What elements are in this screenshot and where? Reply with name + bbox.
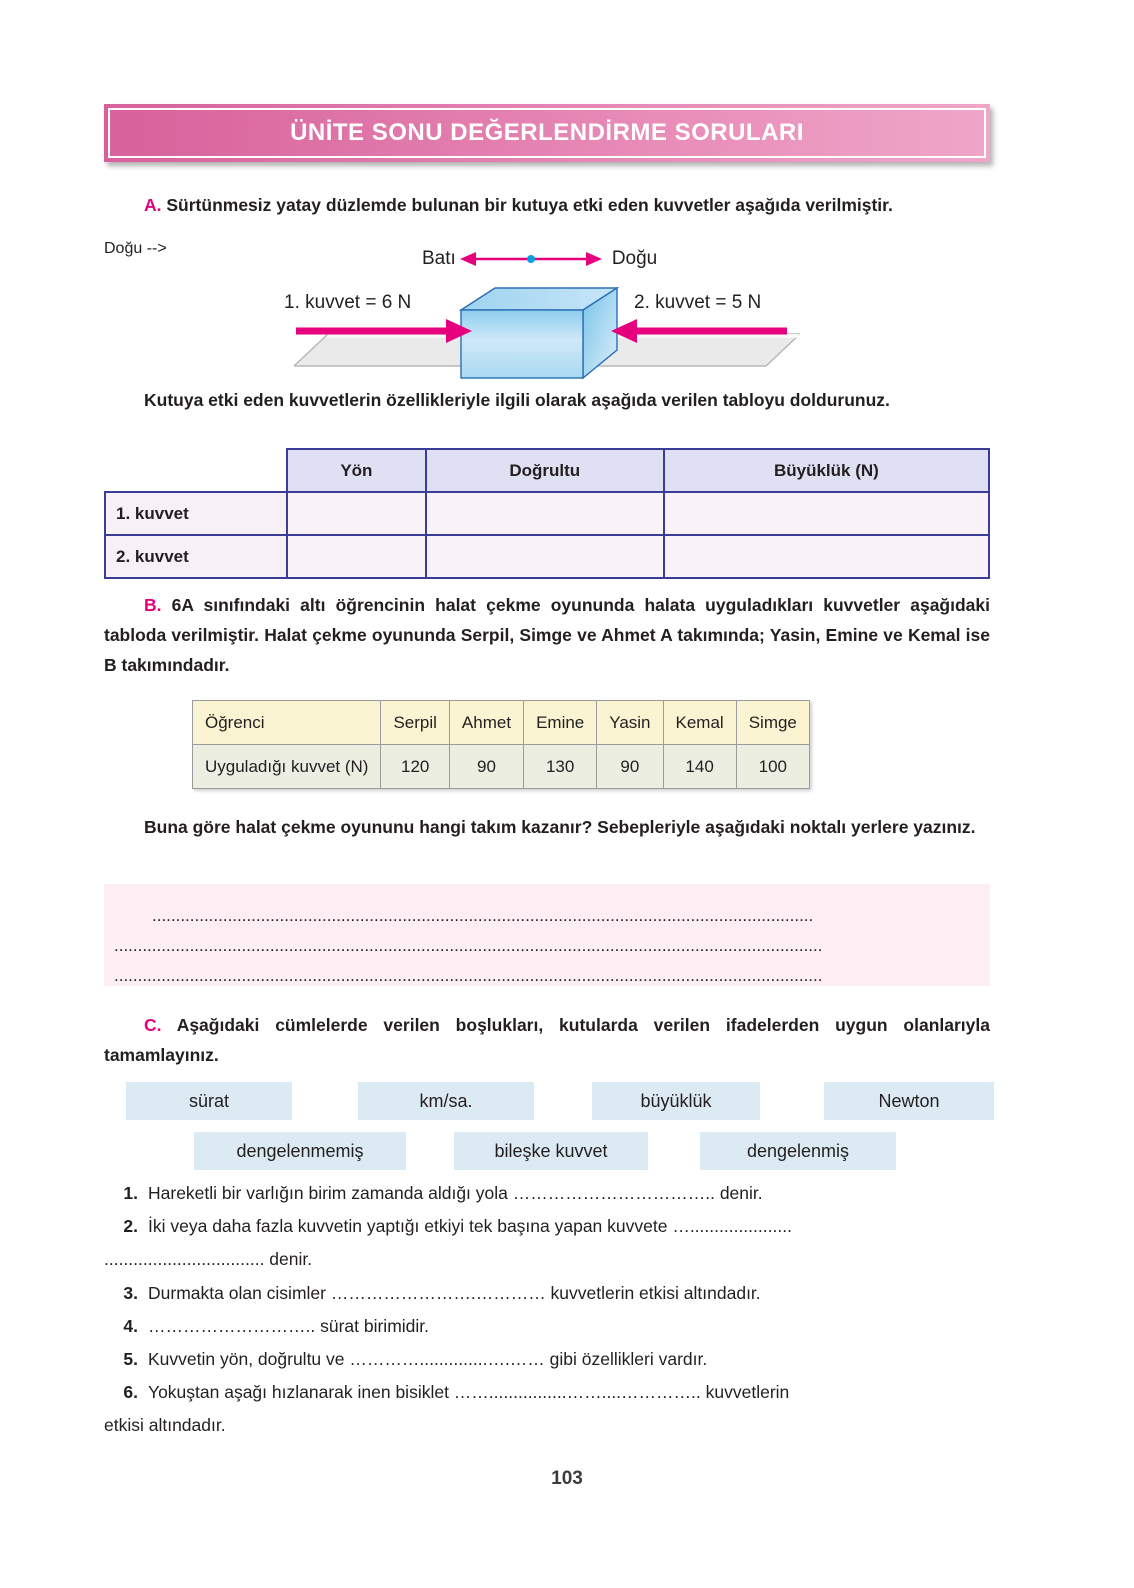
force2-arrow-icon (611, 319, 787, 343)
word-box-newton[interactable]: Newton (824, 1082, 994, 1120)
question-2: 2. İki veya daha fazla kuvvetin yaptığı e… (104, 1211, 792, 1242)
word-box-kmsa[interactable]: km/sa. (358, 1082, 534, 1120)
question-6-number: 6. (123, 1382, 138, 1402)
table1-col-yon: Yön (286, 448, 427, 493)
question-3-text: Durmakta olan cisimler …………………….………… kuv… (148, 1283, 761, 1303)
question-1: 1. Hareketli bir varlığın birim zamanda a… (104, 1178, 763, 1209)
question-6-continuation-text: etkisi altındadır. (104, 1415, 226, 1435)
force-row-label: Uyguladığı kuvvet (N) (191, 744, 382, 789)
east-label: Doğu (611, 248, 658, 269)
force-properties-table: Yön Doğrultu Büyüklük (N) 1. kuvvet 2. k… (104, 448, 991, 579)
student-name-3: Yasin (596, 700, 664, 745)
table1-corner-cell (105, 449, 287, 492)
word-box-dengelenmemis[interactable]: dengelenmemiş (194, 1132, 406, 1170)
students-table-label: Öğrenci (191, 700, 382, 745)
force1-arrow-icon (296, 319, 472, 343)
section-c-text: Aşağıdaki cümlelerde verilen boşlukları,… (104, 1015, 990, 1065)
table1-row2-label: 2. kuvvet (104, 534, 288, 579)
table1-row1-yon-input[interactable] (286, 491, 427, 536)
answer-area[interactable]: ........................................… (104, 884, 990, 986)
section-b-text: 6A sınıfındaki altı öğrencinin halat çek… (104, 595, 990, 675)
section-a-intro: A. Sürtünmesiz yatay düzlemde bulunan bi… (104, 190, 990, 220)
table-row: Öğrenci Serpil Ahmet Emine Yasin Kemal S… (191, 700, 810, 745)
force2-label: 2. kuvvet = 5 N (634, 292, 762, 313)
double-arrow-icon (459, 252, 602, 266)
page-title: ÜNİTE SONU DEĞERLENDİRME SORULARI (290, 119, 804, 146)
section-a-prompt: Kutuya etki eden kuvvetlerin özellikleri… (104, 385, 990, 415)
table-row: 2. kuvvet (104, 534, 991, 579)
section-c-marker: C. (144, 1015, 162, 1035)
force-value-0: 120 (380, 744, 450, 789)
section-c-intro: C. Aşağıdaki cümlelerde verilen boşlukla… (104, 1010, 990, 1070)
word-box-surat[interactable]: sürat (126, 1082, 292, 1120)
unit-header-banner: ÜNİTE SONU DEĞERLENDİRME SORULARI (104, 104, 990, 162)
question-6: 6. Yokuştan aşağı hızlanarak inen bisikle… (104, 1377, 789, 1408)
question-4-text: ……………………….. sürat birimidir. (148, 1316, 429, 1336)
section-a-prompt-text: Kutuya etki eden kuvvetlerin özellikleri… (144, 390, 890, 410)
word-box-bileske-kuvvet[interactable]: bileşke kuvvet (454, 1132, 648, 1170)
table-row: 1. kuvvet (104, 491, 991, 536)
box-3d (459, 286, 619, 380)
section-a-text: Sürtünmesiz yatay düzlemde bulunan bir k… (166, 195, 893, 215)
force-value-4: 140 (662, 744, 737, 789)
section-b-intro: B. 6A sınıfındaki altı öğrencinin halat … (104, 590, 990, 680)
force-value-3: 90 (596, 744, 664, 789)
student-name-0: Serpil (380, 700, 450, 745)
section-b-prompt-text: Buna göre halat çekme oyununu hangi takı… (144, 817, 976, 837)
word-box-dengelenmis[interactable]: dengelenmiş (700, 1132, 896, 1170)
student-name-2: Emine (523, 700, 598, 745)
page-number: 103 (551, 1468, 583, 1489)
table1-row2-dogrultu-input[interactable] (424, 534, 665, 579)
question-2-text: İki veya daha fazla kuvvetin yaptığı etk… (148, 1216, 792, 1236)
force-value-2: 130 (523, 744, 598, 789)
table1-row1-buyukluk-input[interactable] (662, 491, 991, 536)
question-6-continuation: etkisi altındadır. (104, 1410, 226, 1441)
compass-direction-line: Batı Doğu (422, 244, 672, 274)
section-b-prompt: Buna göre halat çekme oyununu hangi takı… (104, 812, 990, 842)
question-5-number: 5. (123, 1349, 138, 1369)
question-5: 5. Kuvvetin yön, doğrultu ve …………........… (104, 1344, 707, 1375)
answer-line-2[interactable]: ........................................… (114, 936, 823, 955)
question-2-number: 2. (123, 1216, 138, 1236)
banner-inner-border: ÜNİTE SONU DEĞERLENDİRME SORULARI (108, 108, 986, 158)
question-3-number: 3. (123, 1283, 138, 1303)
section-b-marker: B. (144, 595, 162, 615)
student-name-5: Simge (735, 700, 810, 745)
force-diagram: Doğu --> Batı Doğu (104, 240, 990, 380)
west-label: Batı (422, 248, 456, 269)
table-header-row: Yön Doğrultu Büyüklük (N) (105, 448, 991, 493)
student-name-4: Kemal (662, 700, 737, 745)
student-name-1: Ahmet (448, 700, 525, 745)
question-4-number: 4. (123, 1316, 138, 1336)
table1-row1-label: 1. kuvvet (104, 491, 288, 536)
question-2-continuation: ................................. denir. (104, 1244, 312, 1275)
table1-row2-yon-input[interactable] (286, 534, 427, 579)
table-row: Uyguladığı kuvvet (N) 120 90 130 90 140 … (191, 744, 810, 789)
students-force-table: Öğrenci Serpil Ahmet Emine Yasin Kemal S… (191, 700, 810, 789)
question-3: 3. Durmakta olan cisimler …………………….………… k… (104, 1278, 761, 1309)
force-value-5: 100 (735, 744, 810, 789)
question-5-text: Kuvvetin yön, doğrultu ve …………..........… (148, 1349, 708, 1369)
table1-row1-dogrultu-input[interactable] (424, 491, 665, 536)
section-a-marker: A. (144, 195, 162, 215)
table1-col-buyukluk: Büyüklük (N) (662, 448, 991, 493)
force1-label: 1. kuvvet = 6 N (284, 292, 412, 313)
question-2-continuation-text: ................................. denir. (104, 1249, 313, 1269)
word-box-buyukluk[interactable]: büyüklük (592, 1082, 760, 1120)
question-4: 4. ……………………….. sürat birimidir. (104, 1311, 429, 1342)
question-6-text: Yokuştan aşağı hızlanarak inen bisiklet … (148, 1382, 790, 1402)
answer-line-1[interactable]: ........................................… (152, 906, 814, 925)
table1-col-dogrultu: Doğrultu (424, 448, 665, 493)
force-value-1: 90 (448, 744, 525, 789)
answer-line-3[interactable]: ........................................… (114, 966, 823, 985)
question-1-text: Hareketli bir varlığın birim zamanda ald… (148, 1183, 763, 1203)
table1-row2-buyukluk-input[interactable] (662, 534, 991, 579)
question-1-number: 1. (123, 1183, 138, 1203)
